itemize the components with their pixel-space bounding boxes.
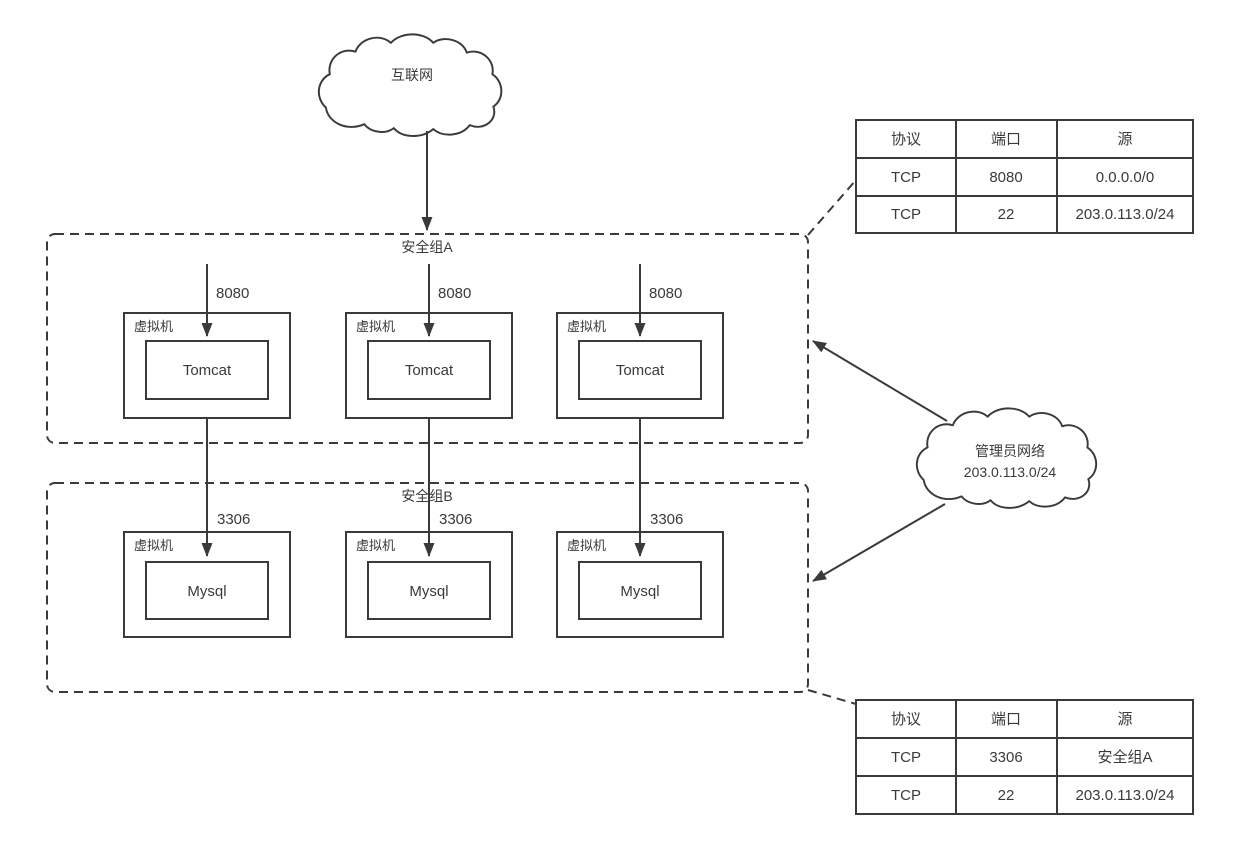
rule-table-b-header-port: 端口	[991, 711, 1021, 728]
tomcat-vm-2: 8080 虚拟机 Tomcat	[345, 264, 513, 419]
vm-label-tomcat-2: 虚拟机	[356, 319, 395, 334]
rule-table-group-a: 协议 端口 源 TCP 8080 0.0.0.0/0 TCP 22 203.0.…	[855, 119, 1194, 234]
arrow-admin-to-group-b	[812, 503, 946, 582]
admin-network-cloud: 管理员网络 203.0.113.0/24	[915, 407, 1098, 509]
port-8080-label-2: 8080	[438, 285, 471, 302]
internet-cloud-shape	[317, 33, 503, 137]
rule-table-a-header-port: 端口	[991, 131, 1021, 148]
rule-table-group-b: 协议 端口 源 TCP 3306 安全组A TCP 22 203.0.113.0…	[855, 699, 1194, 815]
mysql-label-2: Mysql	[409, 583, 448, 600]
vm-box-mysql-2	[345, 531, 513, 638]
rule-table-b-cell: TCP	[891, 787, 921, 804]
connector-group-b-to-table	[807, 689, 857, 705]
security-group-a-label: 安全组A	[401, 239, 453, 255]
rule-table-a-cell: 0.0.0.0/0	[1096, 169, 1154, 186]
mysql-vm-1: 3306 虚拟机 Mysql	[123, 511, 291, 638]
port-3306-label-1: 3306	[217, 511, 250, 528]
security-group-b-border	[46, 482, 809, 693]
vm-box-mysql-1	[123, 531, 291, 638]
mysql-label-3: Mysql	[620, 583, 659, 600]
tomcat-vm-1: 8080 虚拟机 Tomcat	[123, 264, 291, 419]
mysql-box-2	[367, 561, 491, 620]
rule-table-b-header-source: 源	[1117, 711, 1132, 728]
rule-table-b-border	[855, 699, 1194, 815]
security-group-a-border	[46, 233, 809, 444]
rule-table-b-cell: 22	[998, 787, 1015, 804]
admin-cloud-label: 管理员网络	[975, 443, 1045, 459]
tomcat-vm-3: 8080 虚拟机 Tomcat	[556, 264, 724, 419]
port-8080-label-3: 8080	[649, 285, 682, 302]
tomcat-box-1	[145, 340, 269, 400]
mysql-label-1: Mysql	[187, 583, 226, 600]
tomcat-box-2	[367, 340, 491, 400]
rule-table-a-header-protocol: 协议	[891, 131, 921, 148]
rule-table-a-cell: 203.0.113.0/24	[1076, 206, 1175, 223]
vm-label-mysql-1: 虚拟机	[134, 538, 173, 553]
mysql-box-3	[578, 561, 702, 620]
vm-label-tomcat-3: 虚拟机	[567, 319, 606, 334]
rule-table-b-cell: 安全组A	[1097, 748, 1152, 766]
arrow-admin-to-group-a	[812, 340, 948, 422]
port-3306-label-2: 3306	[439, 511, 472, 528]
port-3306-label-3: 3306	[650, 511, 683, 528]
rule-table-a-cell: 8080	[989, 169, 1022, 186]
admin-cloud-cidr: 203.0.113.0/24	[964, 464, 1057, 480]
internet-cloud: 互联网	[317, 33, 503, 137]
rule-table-b-cell: 203.0.113.0/24	[1076, 787, 1175, 804]
internet-cloud-label: 互联网	[391, 67, 433, 83]
rule-table-a-cell: TCP	[891, 169, 921, 186]
port-8080-label-1: 8080	[216, 285, 249, 302]
rule-table-a-cell: TCP	[891, 206, 921, 223]
tomcat-label-3: Tomcat	[616, 362, 665, 379]
rule-table-a-cell: 22	[998, 206, 1015, 223]
vm-label-mysql-2: 虚拟机	[356, 538, 395, 553]
rule-table-b-cell: 3306	[989, 749, 1022, 766]
vm-label-mysql-3: 虚拟机	[567, 538, 606, 553]
rule-table-a-border	[855, 119, 1194, 234]
tomcat-label-1: Tomcat	[183, 362, 232, 379]
security-group-b-label: 安全组B	[401, 488, 452, 504]
tomcat-box-3	[578, 340, 702, 400]
mysql-vm-2: 3306 虚拟机 Mysql	[345, 511, 513, 638]
rule-table-b-cell: TCP	[891, 749, 921, 766]
rule-table-a-header-source: 源	[1117, 131, 1132, 148]
mysql-box-1	[145, 561, 269, 620]
vm-label-tomcat-1: 虚拟机	[134, 319, 173, 334]
connector-group-a-to-table	[807, 179, 857, 236]
rule-table-b-header-protocol: 协议	[891, 711, 921, 728]
vm-box-mysql-3	[556, 531, 724, 638]
tomcat-label-2: Tomcat	[405, 362, 454, 379]
mysql-vm-3: 3306 虚拟机 Mysql	[556, 511, 724, 638]
